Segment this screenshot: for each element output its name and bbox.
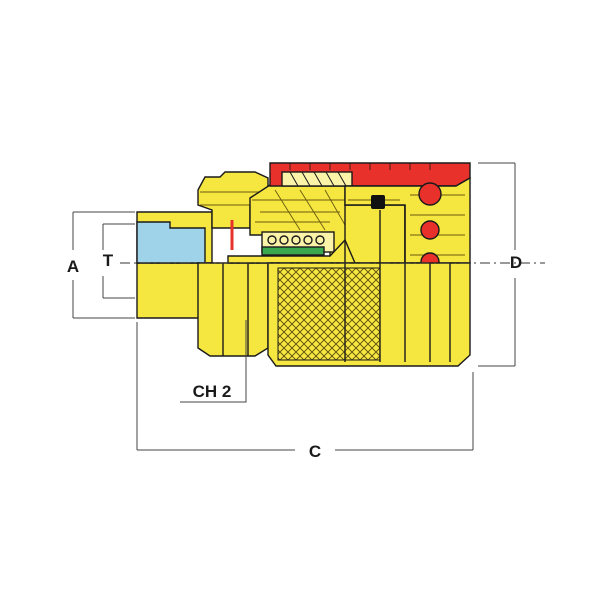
dimension-A: A	[67, 211, 135, 319]
label-CH2: CH 2	[193, 382, 232, 401]
label-D: D	[510, 253, 522, 272]
seal-ring	[261, 246, 325, 256]
knurled-grip	[277, 267, 381, 361]
label-T: T	[103, 251, 114, 270]
locking-ball-1	[418, 182, 442, 206]
hex-lower	[197, 262, 269, 357]
o-ring	[371, 195, 385, 209]
dimension-T: T	[102, 223, 135, 299]
sleeve-spring	[281, 171, 353, 187]
dimension-CH2: CH 2	[180, 320, 247, 403]
label-C: C	[309, 442, 321, 461]
coupling-body	[136, 162, 471, 367]
dimension-C: C	[136, 322, 474, 461]
dimension-D: D	[478, 162, 522, 367]
valve-spring	[267, 235, 325, 245]
port-bore	[136, 221, 206, 264]
locking-ball-2	[420, 220, 440, 240]
label-A: A	[67, 257, 79, 276]
